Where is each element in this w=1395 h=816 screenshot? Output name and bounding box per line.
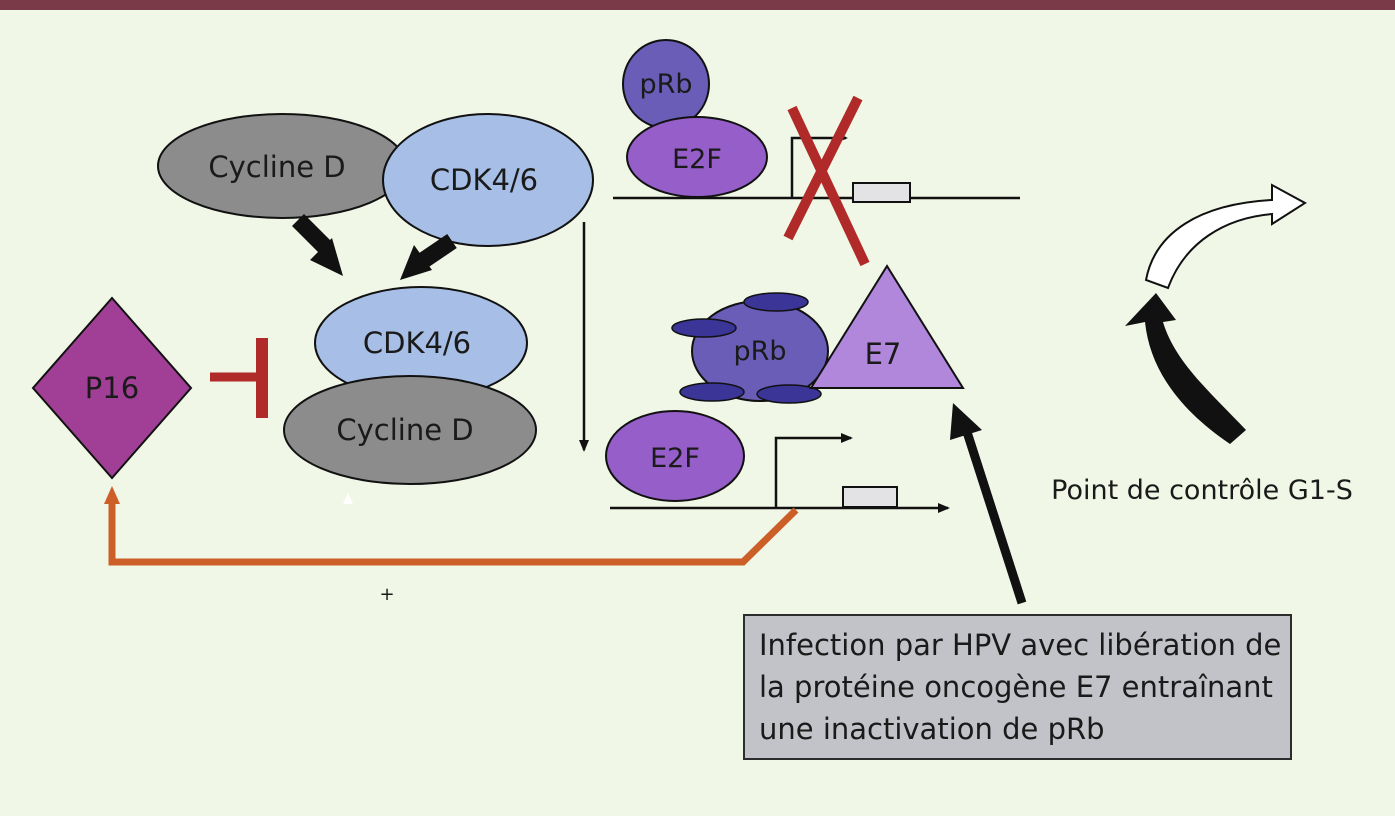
- small-white-marker: [343, 493, 353, 504]
- active-promoter: E2F: [605, 410, 950, 513]
- checkpoint-label: Point de contrôle G1-S: [1051, 475, 1353, 506]
- repressed-promoter: pRb E2F: [613, 39, 1020, 267]
- prb-label-bound: pRb: [733, 336, 786, 367]
- cycline-to-complex-arrow-head: [310, 238, 343, 276]
- phosphate-4: [756, 384, 822, 404]
- cycline-cdk-complex-top: Cycline D CDK4/6: [157, 113, 594, 247]
- cycline-d-ellipse-complex: [283, 375, 537, 485]
- inactivated-prb: pRb: [671, 292, 829, 404]
- white-curved-arrow: [1144, 183, 1307, 290]
- red-cross-line-2: [787, 105, 870, 267]
- black-curved-arrow: [1125, 293, 1246, 444]
- hpv-arrow: [950, 403, 1027, 605]
- phosphate-3: [679, 382, 745, 402]
- e2f-label-free: E2F: [650, 443, 700, 474]
- e2f-ellipse-top: [626, 116, 768, 198]
- hpv-arrow-shaft: [962, 430, 1027, 605]
- e7-triangle: [809, 264, 965, 389]
- e2f-label-top: E2F: [672, 144, 722, 175]
- cdk46-ellipse-top: [382, 113, 594, 247]
- phosphate-1: [743, 292, 809, 312]
- cycline-d-label-top: Cycline D: [208, 150, 345, 184]
- prb-label-top: pRb: [639, 69, 692, 100]
- info-line-1: Infection par HPV avec libération de: [759, 628, 1282, 662]
- cdk-to-complex-arrow-head: [400, 245, 432, 280]
- cdk-cycline-complex-active: CDK4/6 Cycline D: [283, 286, 537, 504]
- promoter-arrow-bottom: [774, 433, 853, 508]
- e7-label: E7: [865, 337, 902, 371]
- p16-inhibition-bar: [210, 338, 268, 418]
- info-line-3: une inactivation de pRb: [759, 712, 1105, 746]
- hpv-info-box: Infection par HPV avec libération de la …: [743, 614, 1292, 760]
- g1s-checkpoint-cycle: Point de contrôle G1-S: [1051, 183, 1353, 506]
- promoter-arrow-top: [790, 133, 848, 198]
- gene-box-top: [852, 182, 911, 203]
- e2f-ellipse-free: [605, 410, 745, 502]
- top-bar: [0, 0, 1395, 10]
- p16-label: P16: [85, 371, 139, 405]
- plus-sign: +: [379, 584, 394, 605]
- gene-box-bottom: [842, 486, 898, 508]
- feedback-arrow: [104, 486, 799, 566]
- cycline-d-label-complex: Cycline D: [336, 413, 473, 447]
- cdk-to-complex-arrow-shaft: [419, 233, 457, 268]
- info-line-2: la protéine oncogène E7 entraînant: [759, 670, 1273, 704]
- cdk46-label-complex: CDK4/6: [363, 326, 471, 360]
- hpv-arrow-head: [950, 403, 982, 440]
- cdk46-label-top: CDK4/6: [430, 163, 538, 197]
- assembly-arrows: [291, 213, 457, 280]
- p16-diamond: [31, 296, 193, 480]
- cycline-to-complex-arrow-shaft: [291, 213, 333, 255]
- phosphate-2: [671, 318, 737, 338]
- p16-node: P16: [31, 296, 193, 480]
- e7-node: E7: [809, 264, 965, 389]
